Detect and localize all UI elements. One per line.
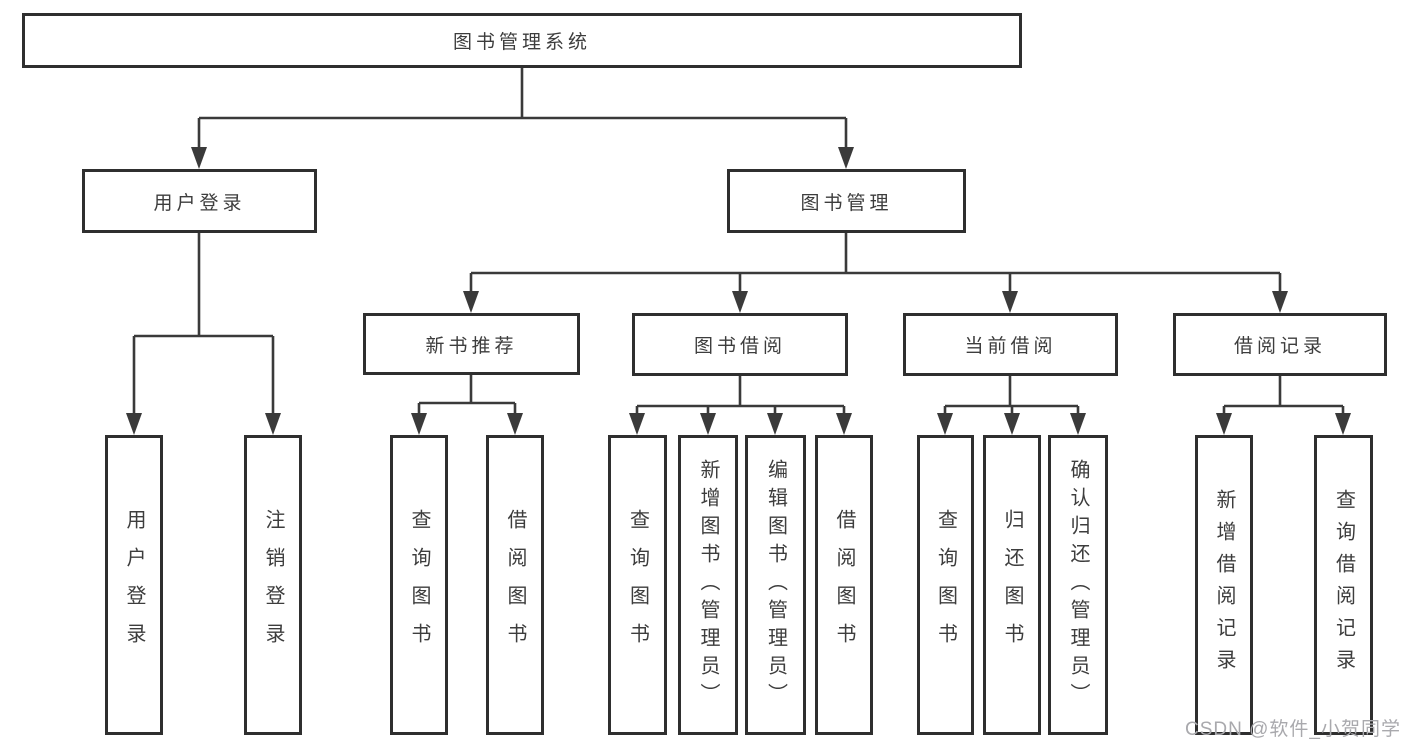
node-label: 图书借阅 [693, 336, 786, 357]
leaf-label: 查询图书 [408, 509, 430, 661]
leaf-user-login: 用户登录 [105, 435, 163, 735]
leaf-edit-book-admin: 编辑图书（管理员） [745, 435, 806, 735]
leaf-return-book: 归还图书 [983, 435, 1041, 735]
node-borrowing-records: 借阅记录 [1173, 313, 1387, 376]
leaf-label: 编辑图书（管理员） [764, 459, 787, 711]
leaf-add-borrow-record: 新增借阅记录 [1195, 435, 1253, 735]
node-library-management-system: 图书管理系统 [22, 13, 1022, 68]
leaf-label: 新增借阅记录 [1213, 489, 1235, 681]
leaf-add-book-admin: 新增图书（管理员） [678, 435, 738, 735]
node-book-borrowing: 图书借阅 [632, 313, 848, 376]
leaf-label: 查询图书 [934, 509, 957, 661]
node-label: 当前借阅 [964, 336, 1057, 357]
leaf-label: 查询图书 [626, 509, 649, 661]
leaf-query-books-borrow: 查询图书 [608, 435, 667, 735]
csdn-watermark: CSDN @软件_小贺同学 [1185, 719, 1401, 740]
leaf-borrow-books: 借阅图书 [815, 435, 873, 735]
leaf-label: 借阅图书 [504, 509, 526, 661]
node-label: 图书管理系统 [452, 32, 591, 53]
node-book-management-branch: 图书管理 [727, 169, 966, 233]
node-user-login-branch: 用户登录 [82, 169, 317, 233]
node-current-borrowing: 当前借阅 [903, 313, 1118, 376]
leaf-confirm-return-admin: 确认归还（管理员） [1048, 435, 1108, 735]
leaf-label: 借阅图书 [833, 509, 855, 661]
leaf-label: 新增图书（管理员） [697, 459, 719, 711]
leaf-label: 查询借阅记录 [1332, 489, 1355, 681]
leaf-query-books-recommend: 查询图书 [390, 435, 448, 735]
node-new-book-recommendation: 新书推荐 [363, 313, 580, 375]
leaf-logout: 注销登录 [244, 435, 302, 735]
leaf-label: 确认归还（管理员） [1067, 459, 1089, 711]
leaf-borrow-books-recommend: 借阅图书 [486, 435, 544, 735]
node-label: 用户登录 [153, 192, 246, 214]
leaf-label: 用户登录 [123, 509, 145, 661]
node-label: 借阅记录 [1233, 336, 1326, 357]
node-label: 新书推荐 [425, 335, 518, 357]
node-label: 图书管理 [800, 192, 893, 214]
leaf-query-books-current: 查询图书 [917, 435, 974, 735]
leaf-label: 注销登录 [262, 509, 284, 661]
leaf-label: 归还图书 [1001, 509, 1023, 661]
leaf-query-borrow-record: 查询借阅记录 [1314, 435, 1373, 735]
